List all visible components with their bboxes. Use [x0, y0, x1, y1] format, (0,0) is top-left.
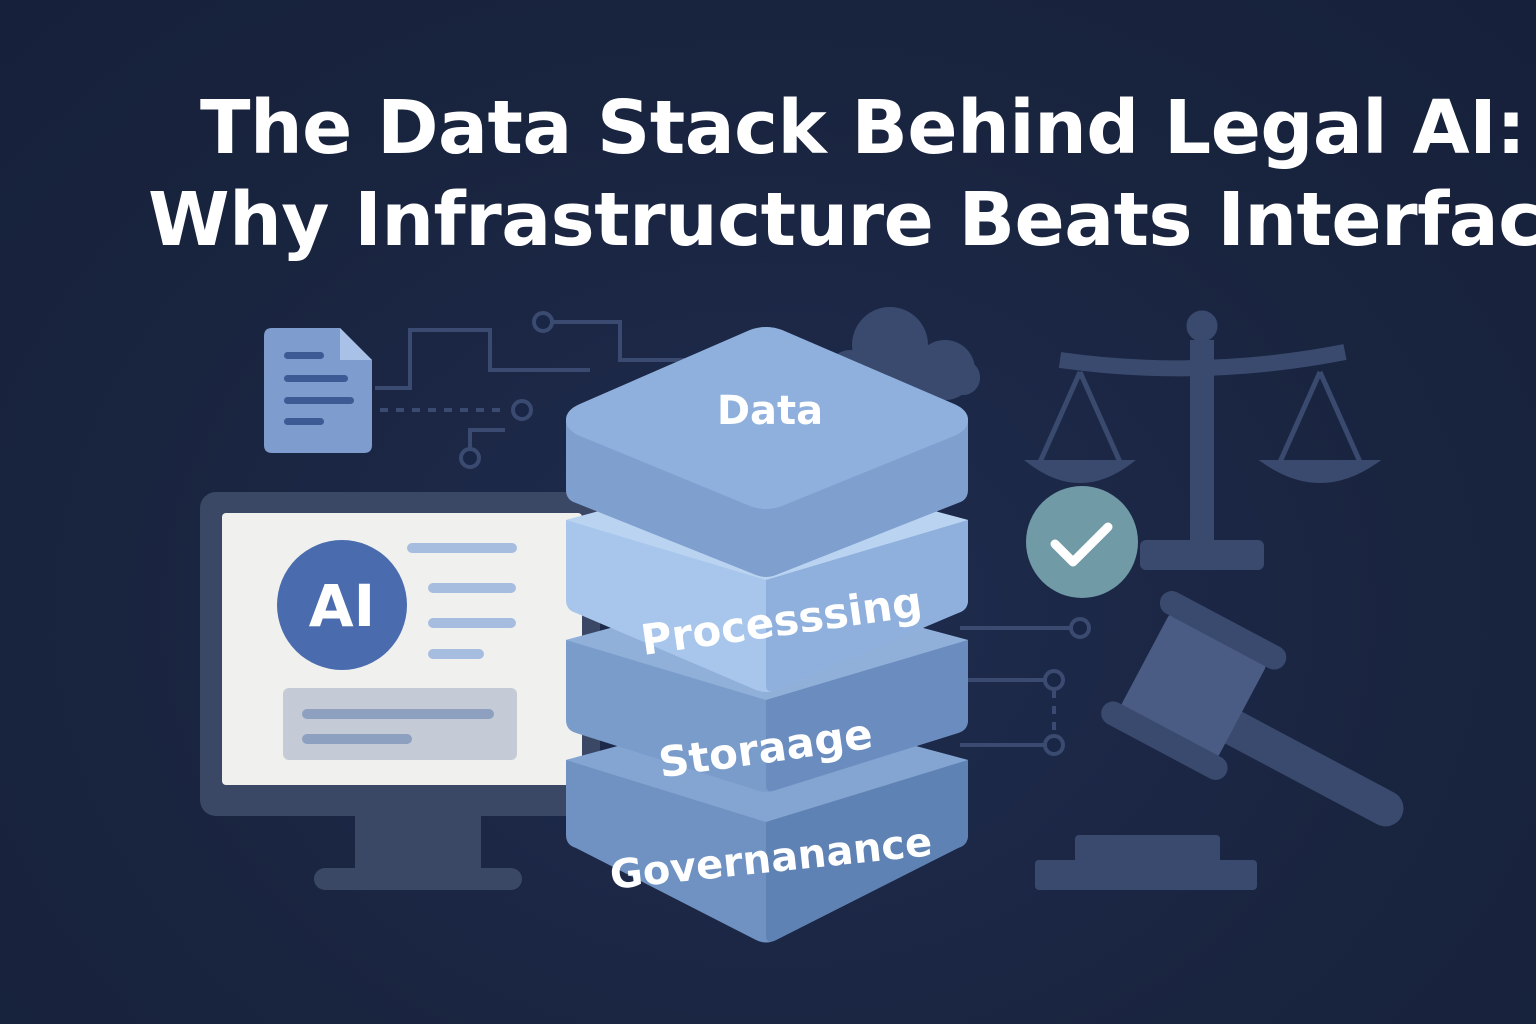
monitor-icon [200, 492, 600, 890]
circuit-lines [375, 311, 1091, 756]
title-line-2: Why Infrastructure Beats Interfaces [148, 177, 1536, 263]
document-icon [264, 328, 372, 453]
checkmark-icon [1026, 486, 1138, 598]
title-line-1: The Data Stack Behind Legal AI: [200, 85, 1526, 171]
stack-layer-data [566, 327, 968, 577]
data-stack [566, 327, 968, 943]
gavel-icon [1035, 591, 1404, 890]
ai-badge-label: AI [308, 572, 376, 640]
scales-of-justice-icon [1024, 310, 1382, 570]
stack-label-data: Data [716, 388, 824, 434]
